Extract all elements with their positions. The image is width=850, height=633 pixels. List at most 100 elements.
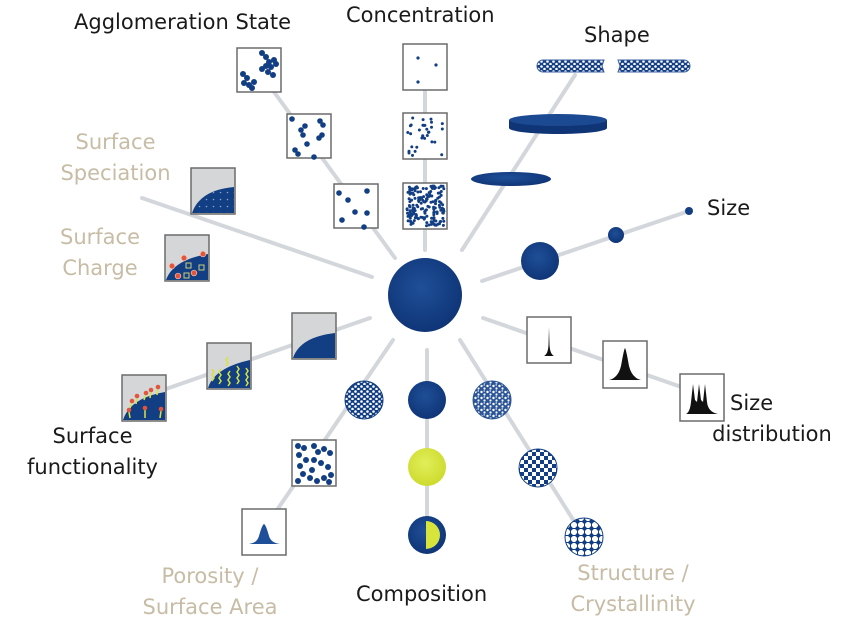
particle-dot	[440, 153, 444, 157]
label-porosity-line-1: Porosity /	[161, 564, 259, 588]
particle-dot	[412, 219, 416, 223]
label-shape: Shape	[584, 23, 650, 47]
label-surface-functionality-line-1: Surface	[52, 424, 133, 448]
label-size: Size	[707, 196, 751, 220]
ray-size-distribution	[481, 316, 692, 392]
particle-dot	[440, 208, 444, 212]
label-structure-line-2: Crystallinity	[570, 592, 696, 616]
particle-dot	[406, 190, 410, 194]
multimodal-peaks	[679, 373, 725, 422]
particle-dot	[429, 190, 433, 193]
particle-dot	[408, 191, 412, 195]
particle-dot	[425, 214, 429, 218]
large-sphere	[521, 242, 559, 280]
disc	[509, 114, 607, 134]
particle-dot	[425, 127, 429, 131]
shape-icons	[471, 59, 691, 186]
particle-dot	[423, 136, 427, 140]
concentration-icons	[402, 43, 448, 230]
particle-dot	[429, 117, 433, 121]
particle-dot	[407, 185, 411, 189]
particle-dot	[432, 216, 436, 220]
particle-dot	[413, 189, 417, 193]
label-composition: Composition	[356, 582, 488, 606]
label-surface-speciation-line-1: Surface	[75, 130, 156, 154]
particle-dot	[415, 145, 419, 149]
particle-dot	[433, 206, 437, 210]
particle-dot	[411, 116, 415, 120]
particle-dot	[427, 194, 431, 198]
particle-dot	[430, 120, 433, 124]
particle-dot	[415, 203, 419, 207]
label-porosity: Porosity / Surface Area	[130, 561, 290, 623]
functional-group-surface-box	[121, 374, 167, 422]
particle-dot	[419, 207, 423, 211]
label-surface-speciation-line-2: Speciation	[60, 161, 171, 185]
medium-sphere	[608, 227, 624, 243]
crystalline-sphere	[564, 517, 604, 557]
rays	[138, 68, 692, 539]
label-concentration: Concentration	[346, 3, 495, 27]
particle-dot	[406, 219, 410, 223]
particle-dot	[408, 205, 412, 209]
label-surface-functionality-line-2: functionality	[27, 455, 158, 479]
particle-dot	[430, 140, 434, 144]
particle-dot	[408, 216, 412, 220]
particle-dot	[419, 201, 423, 205]
agglomerated-box	[236, 47, 282, 93]
particle-dot	[405, 207, 409, 211]
particle-dot	[427, 223, 431, 227]
label-surface-speciation: Surface Speciation	[48, 127, 183, 189]
ray-agglomeration	[256, 68, 397, 260]
particle-dot	[409, 222, 413, 226]
particle-dot	[440, 127, 444, 131]
low-concentration-box	[402, 43, 448, 91]
particle-dot	[410, 198, 414, 202]
narrow-peak	[526, 316, 572, 364]
particle-dot	[410, 145, 414, 149]
particle-dot	[417, 128, 421, 132]
semi-ordered-sphere	[518, 448, 558, 488]
particle-dot	[413, 149, 417, 153]
particle-dot	[431, 220, 435, 224]
particle-dot	[421, 187, 425, 190]
speciated-surface-box	[190, 167, 236, 215]
medium-concentration-box	[402, 112, 448, 160]
particle-dot	[437, 203, 441, 207]
label-size-distribution-line-2: distribution	[712, 422, 832, 446]
particle-dot	[417, 198, 421, 202]
label-surface-functionality: Surface functionality	[15, 421, 170, 483]
amorphous-sphere	[472, 380, 512, 420]
size-distribution-icons	[526, 316, 725, 422]
particle-dot	[416, 190, 420, 194]
particle-dot	[431, 200, 435, 204]
particle-dot	[411, 208, 415, 212]
particle-dot	[406, 211, 409, 215]
particle-dot	[423, 210, 427, 214]
particle-dot	[421, 134, 425, 138]
size-icons	[521, 207, 693, 280]
nanotube	[536, 59, 691, 73]
particle-dot	[414, 213, 418, 216]
particle-dot	[441, 203, 445, 207]
particle-dot	[419, 190, 422, 194]
particle-dot	[422, 217, 426, 221]
particle-dot	[409, 123, 413, 127]
particle-dot	[411, 203, 415, 207]
porous-sphere	[344, 380, 384, 420]
particle-dot	[432, 213, 436, 217]
particle-dot	[413, 216, 417, 220]
label-surface-charge-line-1: Surface	[59, 225, 140, 249]
particle-dot	[433, 140, 437, 144]
particle-dot	[430, 194, 434, 198]
particle-dot	[409, 132, 413, 136]
surface-functionality-icons	[121, 312, 337, 422]
composition-icons	[408, 381, 446, 554]
particle-dot	[422, 123, 426, 127]
structure-icons	[472, 380, 604, 557]
ray-porosity	[260, 338, 395, 534]
particle-dot	[439, 193, 443, 197]
particle-dot	[432, 184, 436, 188]
label-porosity-line-2: Surface Area	[142, 595, 278, 619]
